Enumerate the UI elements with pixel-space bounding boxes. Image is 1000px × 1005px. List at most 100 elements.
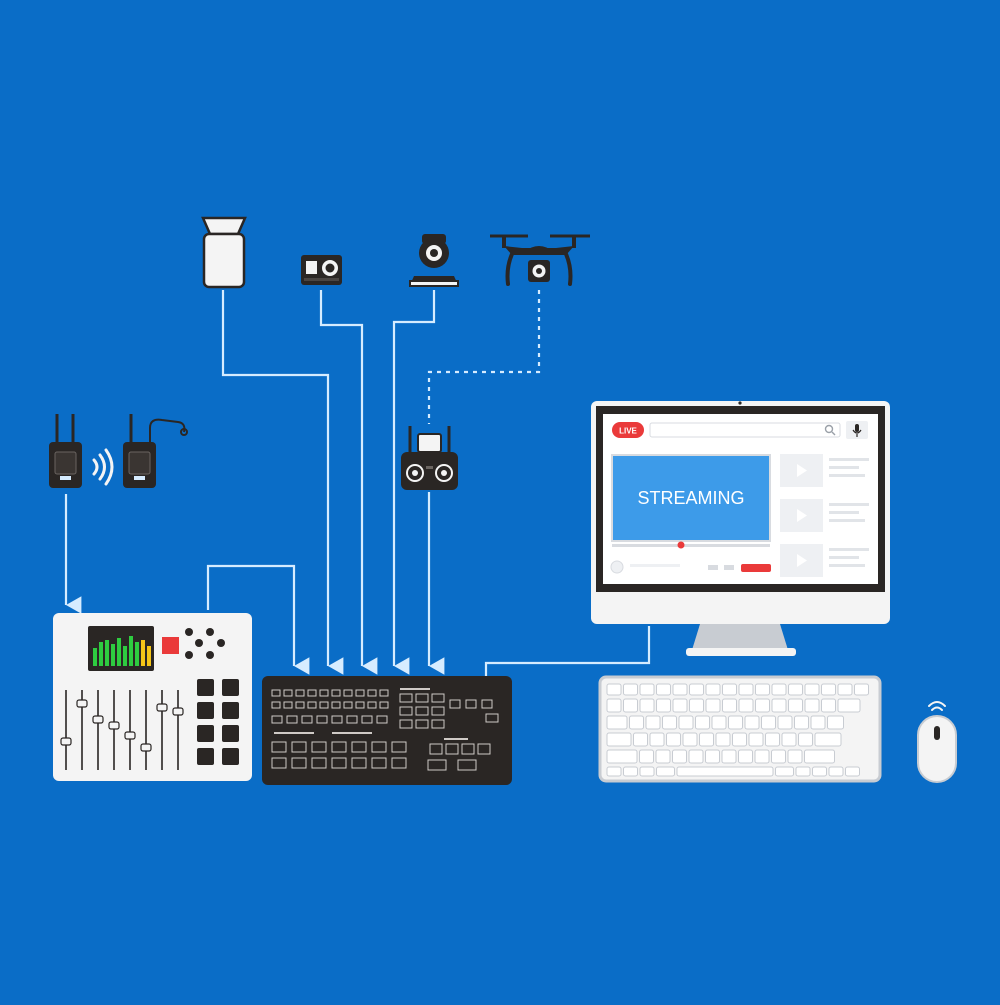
keyboard-key	[771, 749, 786, 764]
keyboard-key	[771, 698, 787, 713]
level-meters	[93, 636, 151, 666]
keyboard-key	[755, 698, 770, 713]
keyboard-key	[754, 749, 770, 764]
keyboard-key	[794, 715, 809, 730]
keyboard-key	[672, 749, 687, 764]
line-ptz-to-switcher	[392, 290, 436, 675]
keyboard-key	[804, 683, 820, 696]
wireless-receiver-icon	[123, 414, 188, 488]
line-mixer-to-switcher	[206, 564, 310, 675]
play-icon	[797, 554, 807, 567]
keyboard-key	[649, 732, 665, 747]
keyboard-key	[812, 766, 827, 777]
keyboard-key	[606, 732, 632, 747]
search-bar	[649, 422, 841, 438]
keyboard-key	[738, 749, 753, 764]
keyboard-key	[606, 683, 622, 696]
connection-lines	[64, 290, 651, 676]
keyboard-key	[837, 683, 853, 696]
keyboard-key	[606, 715, 628, 730]
keyboard-key	[639, 766, 655, 777]
keyboard-key	[666, 732, 681, 747]
keyboard-key	[810, 715, 826, 730]
keyboard-key	[705, 749, 720, 764]
mixer-knobs	[185, 628, 225, 659]
drone-remote-controller-icon	[401, 426, 458, 490]
keyboard-key	[788, 698, 803, 713]
keyboard-key	[656, 698, 671, 713]
keyboard-key	[676, 766, 774, 777]
keyboard-key	[699, 732, 714, 747]
keyboard-key	[732, 732, 747, 747]
wireless-signal-icon	[92, 448, 114, 486]
keyboard-key	[738, 698, 754, 713]
keyboard-key	[606, 698, 622, 713]
keyboard-key	[761, 715, 776, 730]
keyboard-key	[715, 732, 731, 747]
keyboard-keys	[606, 683, 869, 777]
keyboard-key	[738, 683, 754, 696]
keyboard-key	[705, 698, 721, 713]
keyboard-key	[854, 683, 869, 696]
keyboard-key	[689, 683, 704, 696]
keyboard-key	[623, 698, 638, 713]
action-camera-icon	[301, 255, 342, 285]
play-icon	[797, 509, 807, 522]
keyboard-key	[775, 766, 794, 777]
keyboard-key	[639, 683, 655, 696]
video-switcher-icon	[262, 676, 512, 785]
line-switcher-to-computer	[484, 626, 651, 676]
keyboard-key	[606, 766, 622, 777]
video-progress-handle	[677, 541, 685, 549]
keyboard-key	[748, 732, 764, 747]
keyboard-key	[655, 749, 671, 764]
keyboard-key	[744, 715, 760, 730]
keyboard-key	[623, 766, 638, 777]
line-drone-to-remote-dashed	[427, 290, 541, 424]
keyboard-key	[771, 683, 787, 696]
keyboard-key	[689, 698, 704, 713]
keyboard-key	[721, 749, 737, 764]
keyboard-key	[662, 715, 677, 730]
keyboard-key	[688, 749, 704, 764]
keyboard-key	[633, 732, 648, 747]
camcorder-icon	[201, 216, 247, 289]
keyboard-key	[656, 766, 675, 777]
keyboard-key	[787, 749, 803, 764]
keyboard-key	[705, 683, 721, 696]
mixer-pads	[197, 679, 239, 765]
keyboard-key	[722, 683, 737, 696]
keyboard-key	[845, 766, 860, 777]
search-icon	[824, 424, 836, 436]
keyboard-key	[645, 715, 661, 730]
streaming-screen-title: STREAMING	[637, 488, 744, 508]
ptz-camera-icon	[409, 234, 459, 287]
keyboard-key	[606, 749, 638, 764]
video-progress-bar	[612, 544, 770, 547]
switcher-labels	[274, 688, 468, 740]
wireless-transmitter-icon	[49, 414, 82, 488]
drone-icon	[490, 234, 590, 286]
keyboard-key	[821, 683, 836, 696]
keyboard-key	[711, 715, 727, 730]
mixer-faders	[60, 690, 184, 770]
keyboard-key	[828, 766, 844, 777]
keyboard-key	[623, 683, 638, 696]
wireless-mouse-icon	[917, 701, 957, 783]
keyboard-key	[827, 715, 844, 730]
keyboard-key	[678, 715, 694, 730]
computer-monitor-icon: LIVE STREAMING	[591, 401, 890, 656]
switcher-buttons	[271, 689, 499, 771]
keyboard-key	[682, 732, 698, 747]
keyboard-key	[765, 732, 780, 747]
keyboard-key	[656, 683, 671, 696]
keyboard-key	[837, 698, 861, 713]
line-actioncam-to-switcher	[319, 290, 378, 675]
live-badge: LIVE	[619, 427, 637, 436]
keyboard-key	[804, 698, 820, 713]
keyboard-key	[777, 715, 793, 730]
line-camcorder-to-switcher	[221, 290, 344, 675]
keyboard-key	[804, 749, 835, 764]
